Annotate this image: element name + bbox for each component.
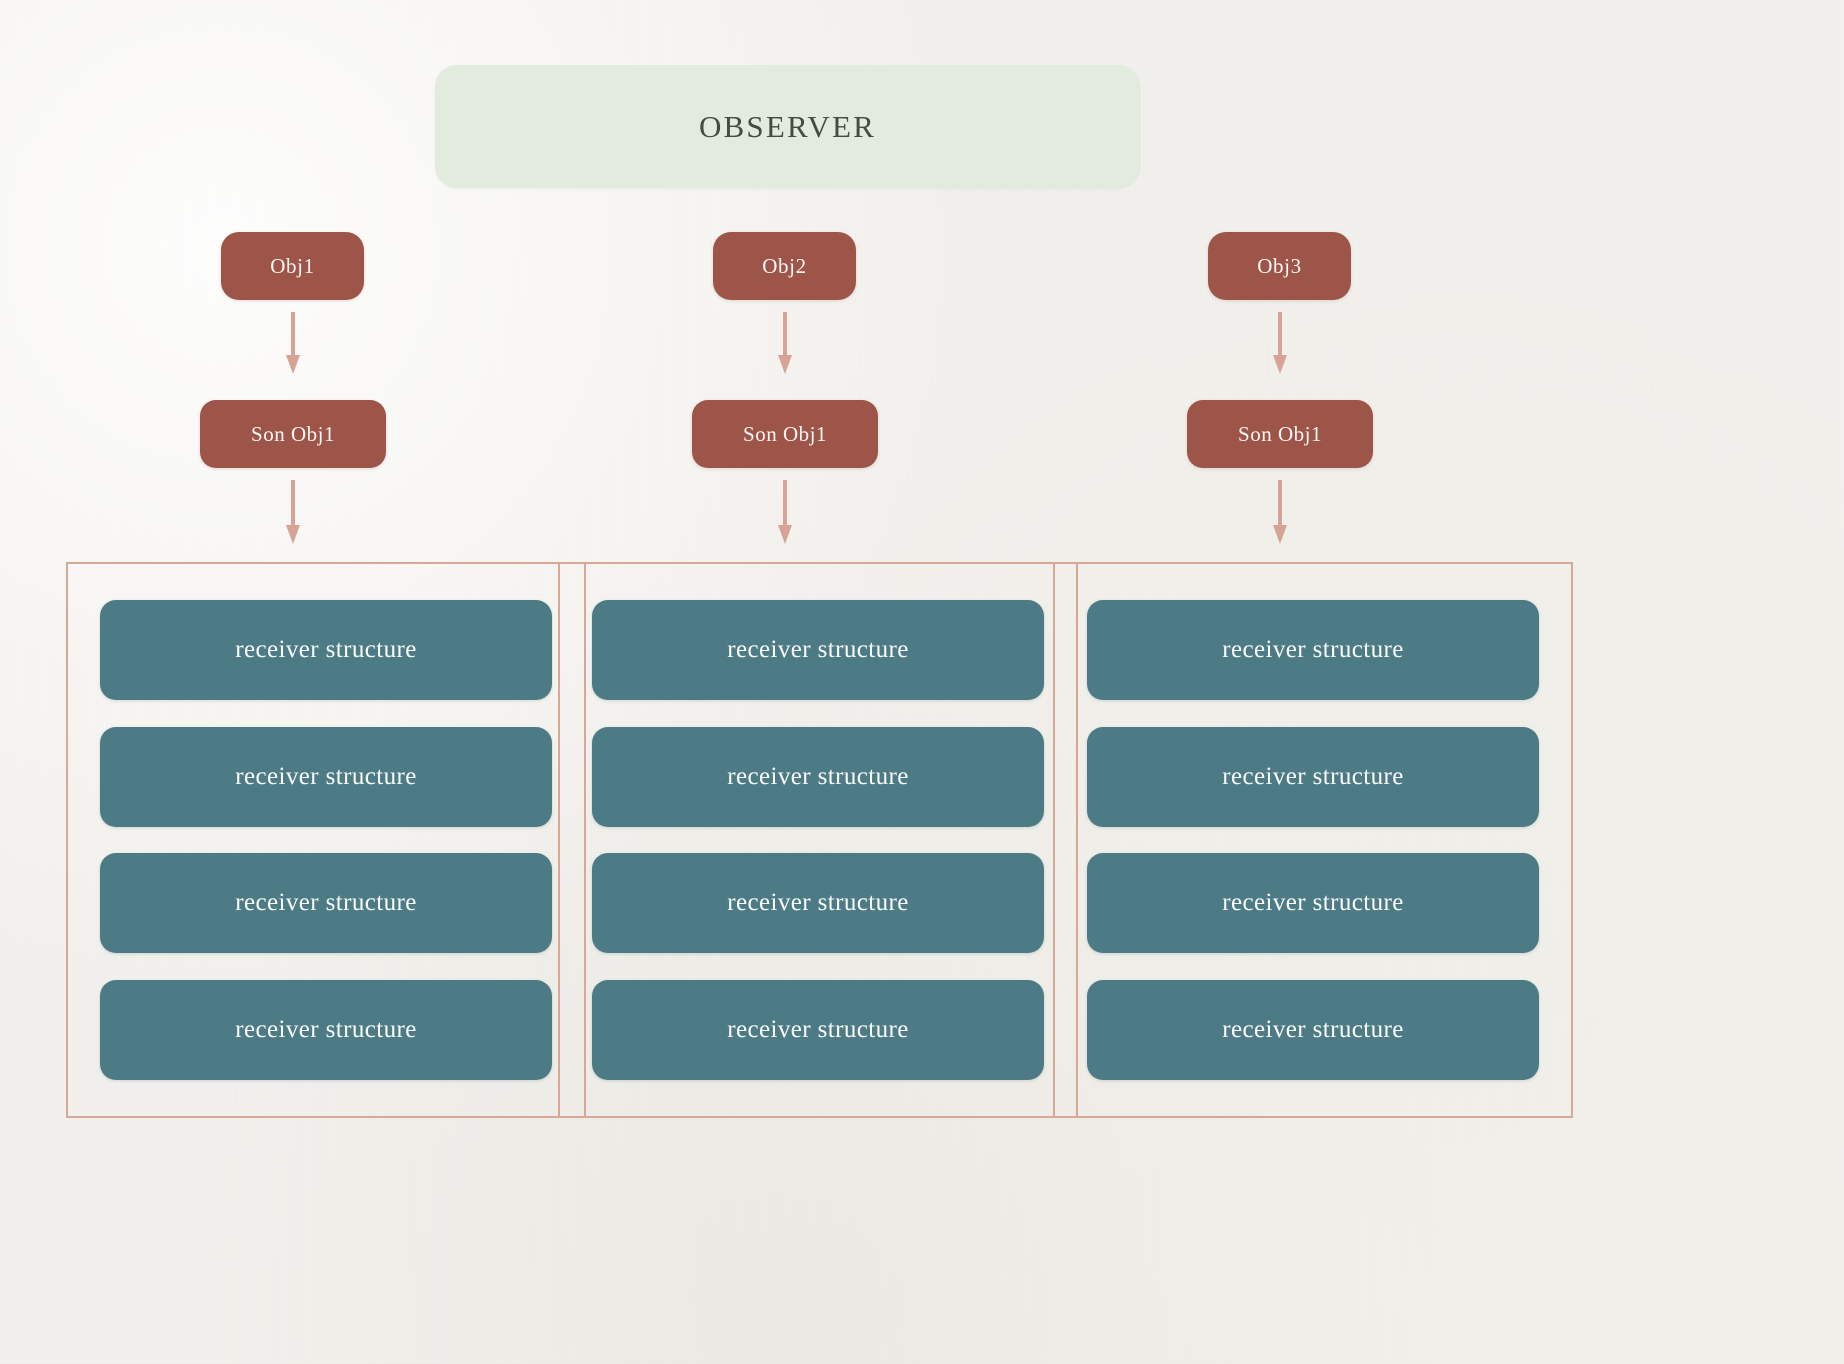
receiver-label: receiver structure bbox=[235, 1015, 417, 1043]
receiver-box[interactable]: receiver structure bbox=[592, 979, 1044, 1080]
arrow-down-icon-son-to-receivers-2 bbox=[778, 480, 792, 546]
observer-header-box: OBSERVER bbox=[435, 65, 1140, 188]
receiver-box[interactable]: receiver structure bbox=[100, 600, 552, 700]
receiver-label: receiver structure bbox=[235, 636, 417, 663]
arrow-head bbox=[286, 355, 300, 374]
receiver-box[interactable]: receiver structure bbox=[100, 853, 552, 954]
receiver-label: receiver structure bbox=[1222, 636, 1404, 663]
observer-title: OBSERVER bbox=[698, 108, 877, 144]
object-label-3: Obj3 bbox=[1257, 253, 1302, 278]
son-object-box-3[interactable]: Son Obj1 bbox=[1187, 400, 1373, 468]
arrow-head bbox=[286, 525, 300, 544]
receiver-label: receiver structure bbox=[235, 762, 417, 790]
arrow-head bbox=[778, 355, 792, 374]
arrow-head bbox=[1273, 355, 1287, 374]
receiver-box[interactable]: receiver structure bbox=[1087, 600, 1539, 700]
son-object-label-1: Son Obj1 bbox=[251, 421, 335, 446]
receiver-label: receiver structure bbox=[727, 1015, 909, 1043]
receiver-label: receiver structure bbox=[727, 762, 909, 790]
receiver-box[interactable]: receiver structure bbox=[592, 726, 1044, 827]
object-box-2[interactable]: Obj2 bbox=[713, 232, 856, 300]
arrow-down-icon-son-to-receivers-3 bbox=[1273, 480, 1287, 546]
receiver-box[interactable]: receiver structure bbox=[592, 853, 1044, 954]
arrow-head bbox=[778, 525, 792, 544]
receiver-box[interactable]: receiver structure bbox=[592, 600, 1044, 700]
receiver-container-3: receiver structure receiver structure re… bbox=[1053, 562, 1573, 1118]
son-object-label-3: Son Obj1 bbox=[1238, 421, 1322, 446]
receiver-container-1: receiver structure receiver structure re… bbox=[66, 562, 586, 1118]
receiver-container-2: receiver structure receiver structure re… bbox=[558, 562, 1078, 1118]
receiver-label: receiver structure bbox=[1222, 889, 1404, 917]
receiver-label: receiver structure bbox=[1222, 1015, 1404, 1043]
arrow-shaft bbox=[1278, 480, 1282, 526]
receiver-box[interactable]: receiver structure bbox=[100, 979, 552, 1080]
receiver-label: receiver structure bbox=[727, 636, 909, 663]
object-box-1[interactable]: Obj1 bbox=[221, 232, 364, 300]
arrow-down-icon-obj-to-son-3 bbox=[1273, 312, 1287, 374]
son-object-box-2[interactable]: Son Obj1 bbox=[692, 400, 878, 468]
object-label-1: Obj1 bbox=[270, 253, 315, 278]
arrow-head bbox=[1273, 525, 1287, 544]
receiver-box[interactable]: receiver structure bbox=[1087, 726, 1539, 827]
arrow-shaft bbox=[783, 480, 787, 526]
arrow-down-icon-obj-to-son-1 bbox=[286, 312, 300, 374]
son-object-box-1[interactable]: Son Obj1 bbox=[200, 400, 386, 468]
receiver-label: receiver structure bbox=[235, 889, 417, 917]
receiver-label: receiver structure bbox=[1222, 762, 1404, 790]
object-label-2: Obj2 bbox=[762, 253, 807, 278]
arrow-down-icon-obj-to-son-2 bbox=[778, 312, 792, 374]
arrow-shaft bbox=[1278, 312, 1282, 356]
receiver-box[interactable]: receiver structure bbox=[1087, 853, 1539, 954]
receiver-box[interactable]: receiver structure bbox=[100, 726, 552, 827]
arrow-shaft bbox=[291, 312, 295, 356]
son-object-label-2: Son Obj1 bbox=[743, 421, 827, 446]
object-box-3[interactable]: Obj3 bbox=[1208, 232, 1351, 300]
arrow-shaft bbox=[783, 312, 787, 356]
receiver-box[interactable]: receiver structure bbox=[1087, 979, 1539, 1080]
arrow-down-icon-son-to-receivers-1 bbox=[286, 480, 300, 546]
arrow-shaft bbox=[291, 480, 295, 526]
receiver-label: receiver structure bbox=[727, 889, 909, 917]
